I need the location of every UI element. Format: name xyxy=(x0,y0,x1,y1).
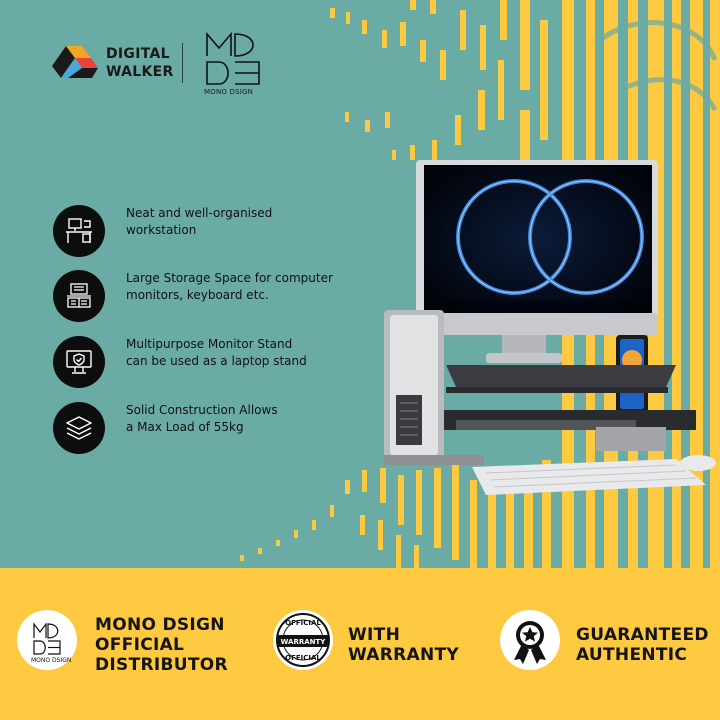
distributor-badge-text: MONO DSIGN OFFICIAL DISTRIBUTOR xyxy=(95,615,228,675)
feature-text: Multipurpose Monitor Stand can be used a… xyxy=(126,337,307,368)
seal-bottom-text: OFFICIAL xyxy=(285,654,321,662)
monitor-stand-product-image xyxy=(384,160,716,495)
digital-walker-line2: WALKER xyxy=(106,64,174,80)
badges-strip xyxy=(0,568,720,720)
warranty-seal: OFFICIAL WARRANTY OFFICIAL xyxy=(273,610,333,670)
award-ribbon-icon xyxy=(500,610,560,670)
feature-text: Neat and well-organised workstation xyxy=(126,206,273,237)
authentic-badge-text: GUARANTEED AUTHENTIC xyxy=(576,625,709,665)
workstation-icon xyxy=(53,205,105,257)
mono-dsign-caption: MONO DSIGN xyxy=(204,88,254,96)
monitor-stand-icon xyxy=(53,336,105,388)
mono-dsign-badge-logo: MONO DSIGN xyxy=(17,610,77,670)
digital-walker-wordmark: DIGITAL WALKER xyxy=(106,45,174,81)
feature-text: Solid Construction Allows a Max Load of … xyxy=(126,403,278,434)
digital-walker-line1: DIGITAL xyxy=(106,46,170,62)
feature-item-workstation: Neat and well-organised workstation xyxy=(53,205,383,257)
badge-logo-caption: MONO DSIGN xyxy=(31,657,72,664)
mono-dsign-logo xyxy=(206,31,260,85)
digital-walker-logo xyxy=(52,46,98,78)
warranty-badge-text: WITH WARRANTY xyxy=(348,625,460,665)
storage-icon xyxy=(53,270,105,322)
hero-section: DIGITAL WALKER MONO DSIGN xyxy=(0,0,720,568)
feature-item-storage: Large Storage Space for computer monitor… xyxy=(53,270,383,322)
layers-icon xyxy=(53,402,105,454)
feature-item-construction: Solid Construction Allows a Max Load of … xyxy=(53,402,383,454)
feature-text: Large Storage Space for computer monitor… xyxy=(126,271,333,302)
logo-divider xyxy=(182,43,183,83)
seal-top-text: OFFICIAL xyxy=(285,619,321,627)
feature-item-monitor-stand: Multipurpose Monitor Stand can be used a… xyxy=(53,336,383,388)
seal-middle-text: WARRANTY xyxy=(281,638,327,646)
